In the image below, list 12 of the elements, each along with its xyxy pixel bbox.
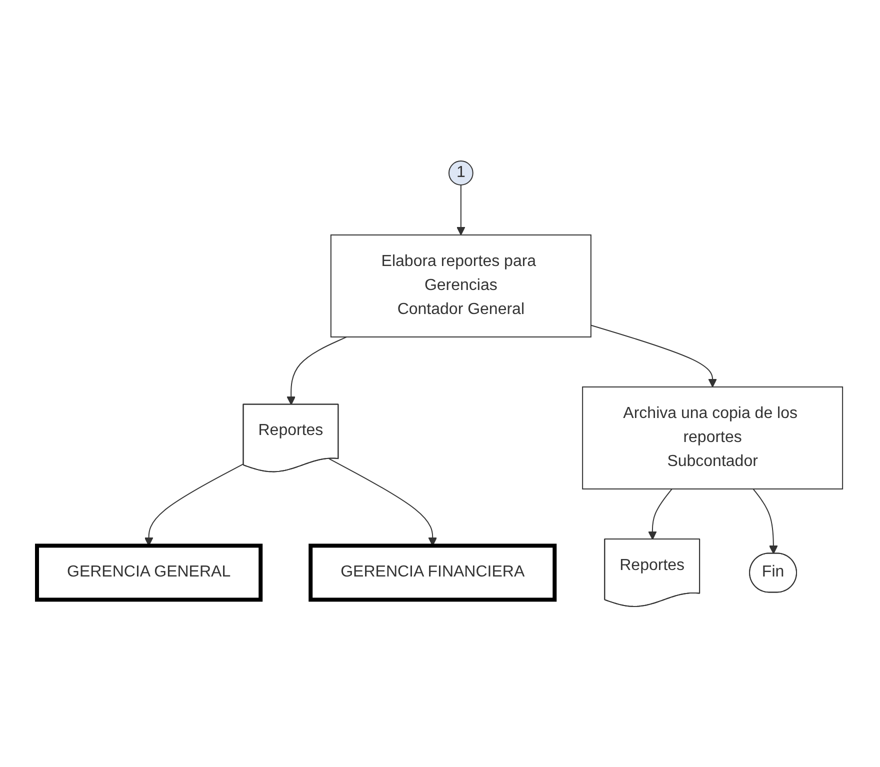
node-circle: 1: [448, 160, 474, 186]
arrow: [648, 488, 673, 540]
node-box: Archiva una copia de los reportes Subcontador: [582, 386, 844, 490]
arrow: [286, 336, 348, 405]
arrow: [456, 184, 466, 236]
arrow: [328, 458, 438, 546]
arrow: [590, 324, 718, 388]
node-box: Elabora reportes para Gerencias Contador General: [330, 234, 592, 338]
node-box: GERENCIA GENERAL: [35, 543, 263, 602]
arrow: [144, 463, 244, 546]
arrow: [752, 488, 778, 554]
node-box: GERENCIA FINANCIERA: [308, 543, 557, 602]
